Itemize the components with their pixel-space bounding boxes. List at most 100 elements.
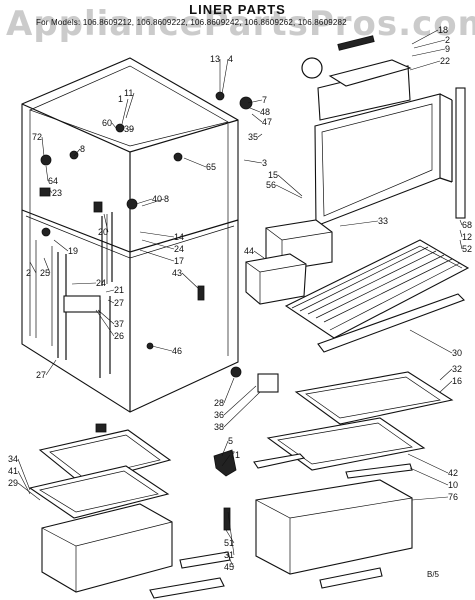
part-callout-5: 5: [228, 436, 233, 446]
part-callout-36: 36: [214, 410, 224, 420]
ice-bin: [245, 219, 333, 305]
upper-shelf: [284, 239, 470, 353]
part-callout-27: 27: [114, 298, 124, 308]
part-callout-24: 24: [96, 278, 106, 288]
part-callout-8: 8: [164, 194, 169, 204]
callout-leader-line: [183, 157, 207, 168]
part-callout-2: 2: [26, 268, 31, 278]
part-callout-17: 17: [174, 256, 184, 266]
callout-leader-line: [17, 458, 31, 491]
callout-leader-line: [29, 261, 37, 274]
callout-leader-line: [17, 470, 31, 495]
callout-leader-line: [459, 219, 463, 226]
callout-leader-line: [225, 529, 235, 544]
callout-leader-line: [221, 440, 229, 457]
callout-leader-line: [221, 58, 229, 95]
watermark: AppliancePartsPros.com: [6, 4, 475, 44]
part-callout-40: 40: [152, 194, 162, 204]
part-callout-10: 10: [448, 480, 458, 490]
callout-leader-line: [257, 133, 263, 138]
callout-leader-line: [45, 359, 57, 376]
page-code: B/5: [427, 570, 440, 579]
callout-leader-line: [71, 282, 97, 285]
diagram-title: LINER PARTS: [189, 2, 286, 17]
part-callout-26: 26: [114, 331, 124, 341]
callout-leader-line: [223, 391, 261, 428]
part-callout-76: 76: [448, 492, 458, 502]
part-callout-28: 28: [214, 398, 224, 408]
callout-leader-line: [439, 368, 453, 381]
callout-leader-line: [277, 174, 303, 197]
part-callout-56: 56: [266, 180, 276, 190]
callout-leader-line: [223, 377, 235, 404]
callout-leader-line: [459, 229, 463, 238]
part-callout-46: 46: [172, 346, 182, 356]
callout-leader-line: [53, 239, 69, 252]
callout-leader-line: [439, 380, 453, 393]
part-callout-27: 27: [36, 370, 46, 380]
callout-leader-line: [111, 122, 117, 129]
part-callout-9: 9: [445, 44, 450, 54]
part-callout-2: 2: [445, 35, 450, 45]
part-callout-71: 71: [230, 450, 240, 460]
callout-leader-line: [121, 98, 129, 125]
part-callout-35: 35: [248, 132, 258, 142]
callout-leader-line: [251, 113, 263, 123]
callout-leader-line: [41, 136, 45, 157]
callout-leader-line: [17, 482, 41, 501]
callout-leader-line: [223, 385, 257, 416]
callout-leader-line: [141, 198, 165, 207]
part-callout-60: 60: [102, 118, 112, 128]
part-callout-7: 7: [262, 95, 267, 105]
crisper-drawer-right: [255, 479, 413, 589]
part-callout-44: 44: [244, 246, 254, 256]
part-callout-25: 25: [40, 268, 50, 278]
callout-leader-line: [227, 511, 235, 556]
callout-leader-line: [409, 60, 441, 71]
callout-leader-line: [139, 249, 175, 262]
part-callout-30: 30: [452, 348, 462, 358]
callout-leader-line: [141, 239, 175, 250]
part-callout-52: 52: [462, 244, 472, 254]
loose-parts: [149, 366, 279, 599]
part-callout-41: 41: [8, 466, 18, 476]
callout-leader-line: [247, 99, 263, 104]
callout-leader-line: [125, 92, 135, 119]
part-callout-32: 32: [452, 364, 462, 374]
callout-leader-line: [339, 220, 379, 227]
part-callout-64: 64: [48, 176, 58, 186]
callout-leader-line: [151, 345, 173, 352]
callout-leader-line: [95, 309, 115, 337]
callout-leader-line: [407, 453, 449, 474]
part-callout-24: 24: [174, 244, 184, 254]
callout-leader-line: [459, 239, 463, 250]
part-callout-11: 11: [124, 88, 133, 98]
part-callout-34: 34: [8, 454, 18, 464]
callout-leader-line: [275, 184, 303, 199]
part-callout-4: 4: [228, 54, 233, 64]
callout-leader-line: [229, 559, 235, 568]
callout-leader-line: [45, 165, 49, 182]
control-panel-assembly: [301, 35, 466, 227]
part-callout-21: 21: [114, 285, 124, 295]
part-callout-42: 42: [448, 468, 458, 478]
part-callout-39: 39: [124, 124, 134, 134]
callout-leader-line: [243, 159, 263, 164]
part-callout-13: 13: [210, 54, 220, 64]
part-callout-65: 65: [206, 162, 216, 172]
part-callout-19: 19: [68, 246, 78, 256]
part-callout-15: 15: [268, 170, 278, 180]
callout-leader-line: [103, 213, 109, 233]
part-callout-48: 48: [260, 107, 270, 117]
callout-leader-line: [411, 48, 446, 57]
callout-leader-line: [409, 329, 453, 354]
part-callout-3: 3: [262, 158, 267, 168]
part-callout-51: 51: [224, 538, 234, 548]
crisper-cover-shelves: [253, 371, 454, 479]
part-callout-16: 16: [452, 376, 462, 386]
callout-leader-line: [73, 148, 81, 157]
part-callout-20: 20: [98, 227, 108, 237]
part-callout-18: 18: [438, 25, 448, 35]
